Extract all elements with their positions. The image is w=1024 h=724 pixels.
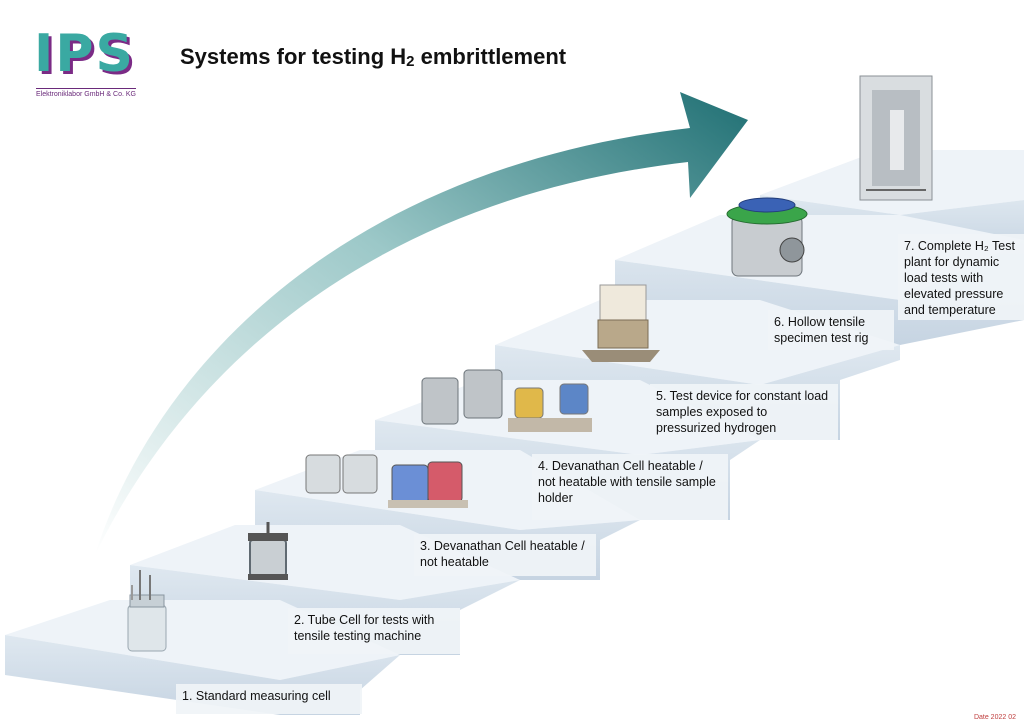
tube-cell-image: [248, 522, 288, 580]
date-stamp: Date 2022 02: [973, 714, 1016, 721]
ips-logo: IPS Elektroniklabor GmbH & Co. KG: [34, 26, 154, 102]
step-4-caption: 4. Devanathan Cell heatable / not heatab…: [532, 454, 728, 520]
company-name: Elektroniklabor GmbH & Co. KG: [36, 88, 136, 98]
hollow-tensile-rig-image: [726, 197, 808, 277]
complete-test-plant-image: [859, 75, 933, 201]
logo-text: IPS: [34, 24, 135, 84]
standard-measuring-cell-image: [127, 570, 167, 652]
constant-load-test-device-image: [582, 284, 660, 362]
devanathan-cell-image: [305, 454, 468, 508]
step-6-caption: 6. Hollow tensile specimen test rig: [768, 310, 894, 350]
devanathan-tensile-holder-image: [421, 369, 592, 432]
step-1-caption: 1. Standard measuring cell: [176, 684, 362, 714]
step-2-caption: 2. Tube Cell for tests with tensile test…: [288, 608, 460, 654]
step-5-caption: 5. Test device for constant load samples…: [650, 384, 838, 440]
page-title: Systems for testing H2 embrittlement: [180, 44, 567, 70]
step-3-caption: 3. Devanathan Cell heatable / not heatab…: [414, 534, 596, 576]
step-7-caption: 7. Complete H₂ Test plant for dynamic lo…: [898, 234, 1024, 320]
progress-arrow: [95, 92, 748, 555]
